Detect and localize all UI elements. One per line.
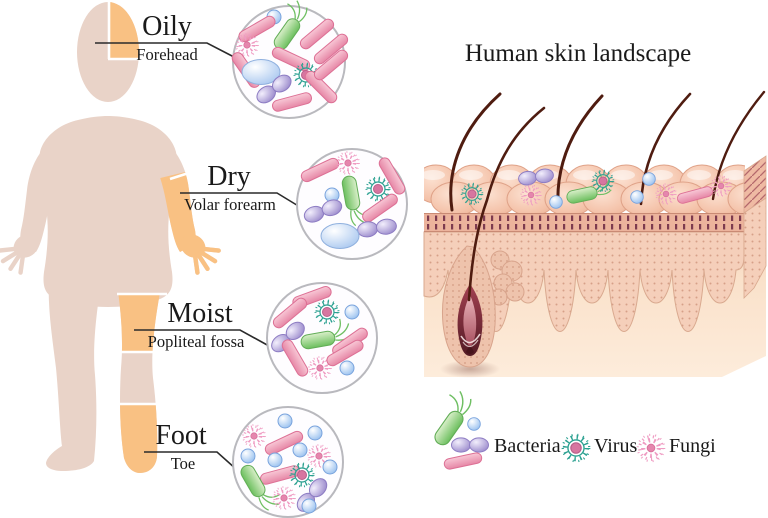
bulb-matrix-line xyxy=(460,333,481,344)
leader-line-moist xyxy=(134,329,270,347)
hair-shaft xyxy=(467,106,546,302)
figure-title: Human skin landscape xyxy=(464,40,692,67)
coccus-bacterium-icon xyxy=(549,195,563,209)
legend-label-bacteria: Bacteria xyxy=(494,435,561,457)
coccus-bacterium-icon xyxy=(301,498,317,514)
site-divider-lines xyxy=(107,2,202,406)
coccus-bacterium-icon xyxy=(642,172,656,186)
bulb-matrix-line xyxy=(462,339,479,348)
coccus-bacterium-icon xyxy=(240,448,256,464)
hairs xyxy=(449,90,766,302)
region-site-volar-forearm: Volar forearm xyxy=(184,195,276,214)
skin-cross-section xyxy=(423,90,767,378)
coccus-bacterium-icon xyxy=(339,360,355,376)
leader-line-dry xyxy=(180,192,301,208)
basal-layer xyxy=(424,213,744,232)
hair-shaft xyxy=(711,90,766,201)
rod-bacterium-icon xyxy=(442,451,484,471)
region-site-forehead: Forehead xyxy=(136,45,198,64)
coccus-bacterium-icon xyxy=(277,413,293,429)
body-silhouette xyxy=(0,2,222,473)
sebaceous-gland xyxy=(490,250,525,306)
region-site-toe: Toe xyxy=(170,454,196,473)
torso xyxy=(39,116,177,307)
coccus-bacterium-icon xyxy=(344,304,360,320)
oval-bacterium-icon xyxy=(320,223,360,249)
leader-line-oily xyxy=(95,42,235,58)
region-site-popliteal-fossa: Popliteal fossa xyxy=(147,332,245,351)
left-leg xyxy=(46,266,104,471)
region-label-foot: Foot xyxy=(155,420,207,451)
hair-shaft xyxy=(556,94,604,208)
coccus-bacterium-icon xyxy=(267,452,283,468)
coccus-bacterium-icon xyxy=(630,190,644,204)
region-label-moist: Moist xyxy=(167,298,233,329)
coccus-bacterium-icon xyxy=(467,417,481,431)
coccus-bacterium-icon xyxy=(292,442,308,458)
leader-line-foot xyxy=(144,451,237,470)
legend-icons xyxy=(422,386,664,471)
hair-shaft xyxy=(449,92,502,212)
legend-label-fungi: Fungi xyxy=(669,435,716,457)
coccus-bacterium-icon xyxy=(307,425,323,441)
coccus-bacterium-icon xyxy=(322,459,338,475)
region-label-dry: Dry xyxy=(207,161,251,192)
hair-shaft xyxy=(639,92,692,206)
diplococcus-icon xyxy=(451,437,489,453)
side-face-dermis xyxy=(743,197,767,299)
dermal-papilla xyxy=(466,347,474,354)
follicle-shadow xyxy=(440,360,500,378)
hair-bulb-core xyxy=(463,295,477,346)
flagellated-bacterium-icon xyxy=(422,386,477,449)
region-label-oily: Oily xyxy=(142,11,192,42)
legend-label-virus: Virus xyxy=(594,435,638,457)
